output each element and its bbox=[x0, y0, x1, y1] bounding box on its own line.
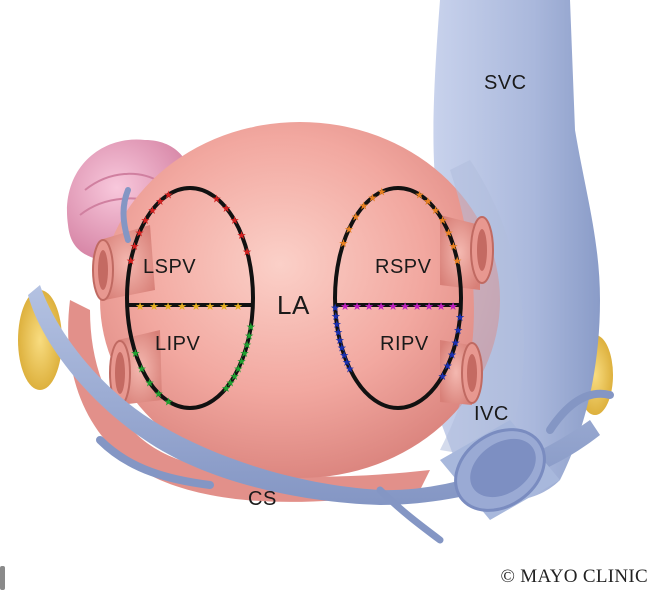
lipv-marker: ★ bbox=[164, 395, 174, 408]
ripv-marker: ★ bbox=[337, 342, 347, 355]
right-ridge-marker: ★ bbox=[424, 300, 434, 313]
left-ridge-marker: ★ bbox=[191, 300, 201, 313]
rspv-marker: ★ bbox=[423, 195, 433, 208]
lspv-marker: ★ bbox=[212, 192, 222, 205]
right-ridge-marker: ★ bbox=[412, 300, 422, 313]
left-ridge-marker: ★ bbox=[135, 300, 145, 313]
lipv-marker: ★ bbox=[137, 363, 147, 376]
lspv-marker: ★ bbox=[141, 214, 151, 227]
right-ridge-marker: ★ bbox=[376, 300, 386, 313]
left-ridge-marker: ★ bbox=[149, 300, 159, 313]
left-ridge-marker: ★ bbox=[163, 300, 173, 313]
rspv-marker: ★ bbox=[339, 237, 349, 250]
label-cs: CS bbox=[248, 488, 277, 510]
ripv-marker: ★ bbox=[330, 302, 340, 315]
right-ridge-marker: ★ bbox=[364, 300, 374, 313]
ripv-marker: ★ bbox=[335, 334, 345, 347]
left-atrium-body bbox=[100, 122, 500, 478]
rspv-marker: ★ bbox=[431, 204, 441, 217]
rspv-marker: ★ bbox=[359, 200, 369, 213]
lspv-marker: ★ bbox=[147, 204, 157, 217]
coronary-sinus bbox=[28, 285, 600, 505]
ripv-marker: ★ bbox=[438, 370, 448, 383]
lspv-vein bbox=[92, 225, 155, 301]
lspv-marker: ★ bbox=[237, 229, 247, 242]
rspv-marker: ★ bbox=[449, 240, 459, 253]
ablation-markers: ★★★★★★★★★★★★★★★★★★★★★★★★★★★★★★★★★★★★★★★★… bbox=[126, 186, 465, 409]
lipv-marker: ★ bbox=[242, 338, 252, 351]
label-svc: SVC bbox=[484, 72, 527, 94]
ripv-marker: ★ bbox=[339, 349, 349, 362]
ventricle bbox=[68, 300, 430, 502]
lspv-marker: ★ bbox=[155, 195, 165, 208]
ripv-marker: ★ bbox=[451, 337, 461, 350]
rspv-marker: ★ bbox=[367, 192, 377, 205]
ripv-marker: ★ bbox=[345, 363, 355, 376]
rspv-marker: ★ bbox=[351, 210, 361, 223]
label-ripv: RIPV bbox=[380, 333, 429, 355]
lipv-marker: ★ bbox=[226, 376, 236, 389]
lipv-marker: ★ bbox=[230, 370, 240, 383]
ripv-marker: ★ bbox=[453, 324, 463, 337]
rspv-marker: ★ bbox=[438, 214, 448, 227]
left-ridge-marker: ★ bbox=[233, 300, 243, 313]
lipv-marker: ★ bbox=[246, 320, 256, 333]
lipv-marker: ★ bbox=[240, 347, 250, 360]
rspv-marker: ★ bbox=[377, 186, 387, 199]
lspv-marker: ★ bbox=[126, 254, 136, 267]
ripv-marker: ★ bbox=[331, 310, 341, 323]
lspv-marker: ★ bbox=[221, 202, 231, 215]
ripv-vein bbox=[440, 340, 483, 405]
ripv-marker: ★ bbox=[447, 349, 457, 362]
label-lspv: LSPV bbox=[143, 256, 197, 278]
lspv-marker: ★ bbox=[130, 240, 140, 253]
ripv-marker: ★ bbox=[342, 356, 352, 369]
left-ridge-marker: ★ bbox=[219, 300, 229, 313]
label-la: LA bbox=[277, 290, 310, 320]
label-ivc: IVC bbox=[474, 403, 509, 425]
right-ridge-marker: ★ bbox=[352, 300, 362, 313]
lipv-marker: ★ bbox=[237, 355, 247, 368]
left-ablation-ellipse bbox=[125, 186, 255, 410]
right-ridge-marker: ★ bbox=[436, 300, 446, 313]
rspv-marker: ★ bbox=[415, 189, 425, 202]
ripv-marker: ★ bbox=[443, 360, 453, 373]
label-lipv: LIPV bbox=[155, 333, 201, 355]
ripv-marker: ★ bbox=[333, 326, 343, 339]
lipv-marker: ★ bbox=[131, 347, 141, 360]
left-ridge-marker: ★ bbox=[205, 300, 215, 313]
lspv-marker: ★ bbox=[164, 189, 174, 202]
right-ridge-marker: ★ bbox=[448, 300, 458, 313]
lipv-marker: ★ bbox=[233, 363, 243, 376]
right-ridge-marker: ★ bbox=[340, 300, 350, 313]
lipv-marker: ★ bbox=[221, 382, 231, 395]
edge-mark bbox=[0, 566, 5, 590]
ivc-opening bbox=[440, 420, 560, 520]
ripv-marker: ★ bbox=[332, 318, 342, 331]
lipv-marker: ★ bbox=[154, 387, 164, 400]
lipv-marker: ★ bbox=[244, 330, 254, 343]
copyright: © MAYO CLINIC bbox=[500, 566, 648, 587]
label-rspv: RSPV bbox=[375, 256, 432, 278]
rspv-marker: ★ bbox=[444, 226, 454, 239]
lspv-marker: ★ bbox=[135, 226, 145, 239]
rspv-marker: ★ bbox=[452, 254, 462, 267]
ablation-lines bbox=[125, 186, 463, 410]
rspv-marker: ★ bbox=[344, 223, 354, 236]
lspv-marker: ★ bbox=[230, 214, 240, 227]
right-ridge-marker: ★ bbox=[400, 300, 410, 313]
right-ridge-marker: ★ bbox=[388, 300, 398, 313]
lspv-marker: ★ bbox=[242, 246, 252, 259]
left-ridge-marker: ★ bbox=[177, 300, 187, 313]
ripv-marker: ★ bbox=[455, 311, 465, 324]
right-ablation-ellipse bbox=[333, 186, 463, 410]
lipv-marker: ★ bbox=[145, 376, 155, 389]
